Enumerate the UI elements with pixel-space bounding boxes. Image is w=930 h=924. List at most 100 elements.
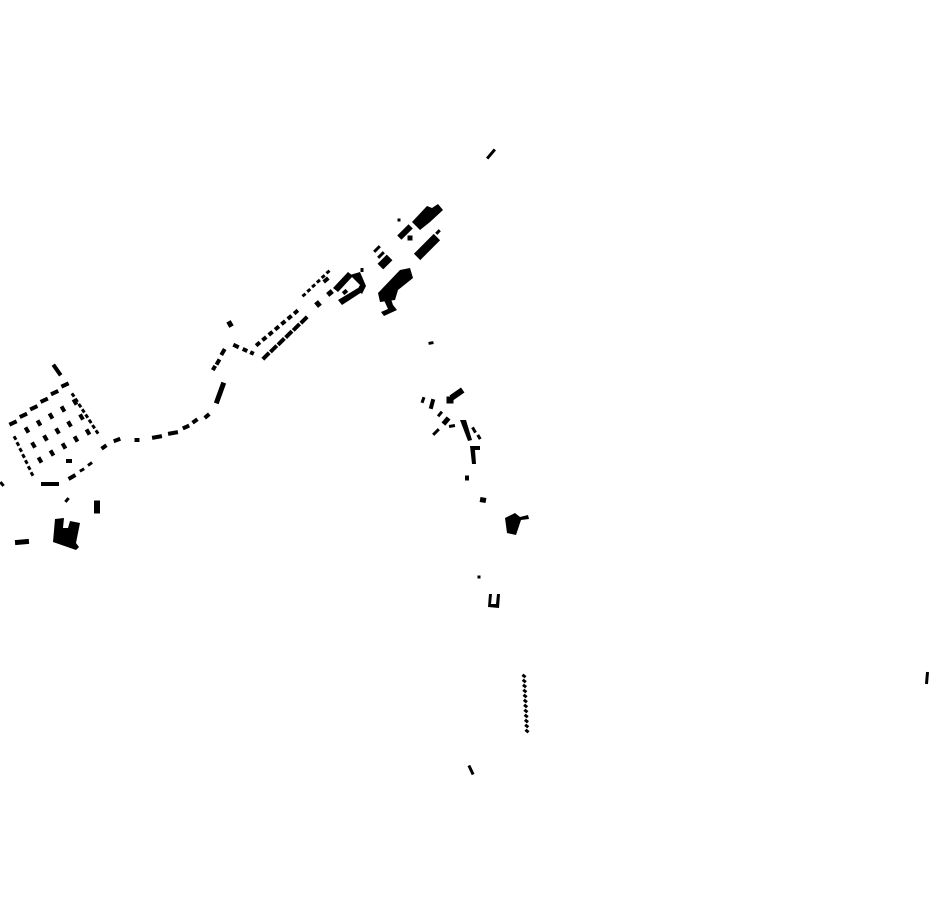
building — [66, 459, 72, 463]
building — [413, 233, 441, 261]
building — [435, 229, 441, 235]
building — [77, 403, 83, 409]
building — [306, 287, 312, 293]
building — [70, 392, 76, 398]
building — [286, 314, 293, 321]
building — [54, 427, 61, 435]
building — [53, 518, 80, 550]
building — [213, 381, 227, 405]
building — [524, 728, 530, 734]
building — [29, 471, 35, 477]
building — [377, 251, 385, 259]
building — [8, 419, 18, 427]
building — [479, 497, 487, 503]
building — [14, 538, 30, 546]
building — [91, 424, 96, 430]
building — [203, 412, 211, 420]
building — [441, 416, 451, 426]
building — [26, 465, 32, 471]
building — [412, 204, 443, 230]
building — [94, 500, 100, 514]
building — [269, 344, 279, 354]
building — [134, 438, 140, 442]
building — [428, 341, 434, 345]
building — [301, 292, 307, 298]
building — [87, 418, 93, 424]
building — [113, 436, 121, 444]
building — [523, 708, 529, 714]
building — [291, 322, 301, 332]
building — [485, 148, 497, 160]
building — [151, 434, 163, 440]
building — [292, 308, 300, 316]
building — [338, 288, 362, 305]
building — [315, 278, 321, 284]
building — [30, 441, 37, 449]
building — [522, 698, 528, 704]
building — [488, 594, 500, 608]
building — [21, 453, 26, 459]
building — [521, 678, 527, 684]
building — [51, 363, 63, 377]
building — [397, 224, 413, 240]
building — [522, 688, 528, 694]
building — [12, 435, 18, 441]
building — [191, 417, 199, 425]
building — [80, 408, 86, 414]
building — [24, 459, 29, 465]
building — [924, 671, 930, 685]
building — [476, 434, 482, 440]
building — [249, 350, 255, 356]
building — [446, 396, 454, 404]
building — [523, 703, 529, 709]
building — [333, 272, 353, 292]
building — [299, 315, 309, 325]
building — [67, 473, 77, 481]
building — [420, 396, 426, 404]
building — [64, 497, 70, 503]
building — [18, 411, 28, 419]
building — [523, 718, 529, 724]
building — [477, 575, 481, 579]
building — [524, 723, 530, 729]
building — [48, 449, 56, 457]
building — [467, 764, 475, 776]
building — [232, 342, 240, 350]
building — [428, 398, 436, 410]
building — [397, 218, 401, 222]
building — [432, 428, 440, 436]
building — [78, 413, 85, 421]
building — [100, 443, 108, 451]
building — [36, 456, 44, 464]
building — [322, 276, 330, 284]
building — [226, 320, 234, 328]
building — [460, 420, 472, 441]
building — [241, 347, 249, 353]
building — [94, 429, 100, 435]
building — [15, 441, 21, 447]
building — [267, 330, 274, 337]
building — [254, 340, 262, 348]
building — [181, 423, 191, 431]
building — [381, 296, 397, 316]
building — [314, 300, 322, 308]
building — [71, 398, 79, 406]
building — [18, 447, 23, 453]
building — [360, 268, 364, 272]
building — [341, 288, 349, 296]
building — [79, 467, 85, 473]
building — [66, 420, 73, 428]
building — [522, 693, 528, 699]
building — [523, 713, 529, 719]
building — [471, 426, 477, 434]
building — [326, 289, 334, 297]
building — [211, 364, 217, 372]
building — [320, 274, 326, 280]
building — [50, 389, 60, 397]
building — [167, 430, 179, 436]
building — [0, 481, 5, 487]
building — [39, 396, 49, 404]
building — [284, 329, 294, 339]
building — [84, 413, 90, 419]
